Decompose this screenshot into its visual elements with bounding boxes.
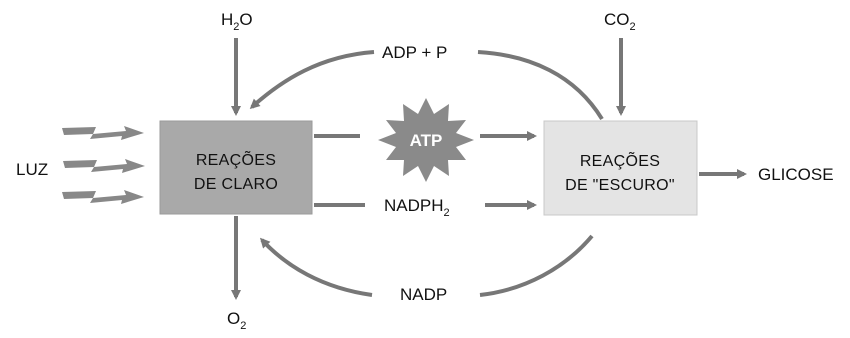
lightning-bolt-icon [63, 159, 145, 173]
adp-label: ADP + P [382, 43, 447, 62]
light-label: LUZ [16, 160, 48, 179]
glucose-label: GLICOSE [758, 165, 834, 184]
lightning-bolt-icon [62, 126, 144, 140]
nadp-arc-left [259, 237, 373, 297]
dark-reactions-label-line1: REAÇÕES [580, 150, 660, 170]
oxygen-label: O2 [227, 309, 246, 332]
dark-reactions-label-line2: DE "ESCURO" [565, 177, 675, 194]
nadp-label: NADP [400, 285, 447, 304]
adp-arc-left [249, 50, 375, 110]
light-reactions-box: REAÇÕES DE CLARO [159, 120, 313, 215]
nadph2-label: NADPH2 [384, 196, 450, 219]
dark-reactions-box: REAÇÕES DE "ESCURO" [543, 120, 698, 216]
water-label: H2O [221, 10, 253, 33]
light-reactions-label-line1: REAÇÕES [196, 149, 276, 169]
adp-arc-right [477, 50, 604, 121]
atp-star-icon [378, 98, 474, 182]
light-reactions-label-line2: DE CLARO [194, 176, 278, 193]
lightning-bolt-icon [62, 190, 144, 204]
carbon-dioxide-label: CO2 [604, 10, 636, 33]
atp-label: ATP [410, 131, 443, 150]
nadp-arc-right [479, 234, 594, 297]
